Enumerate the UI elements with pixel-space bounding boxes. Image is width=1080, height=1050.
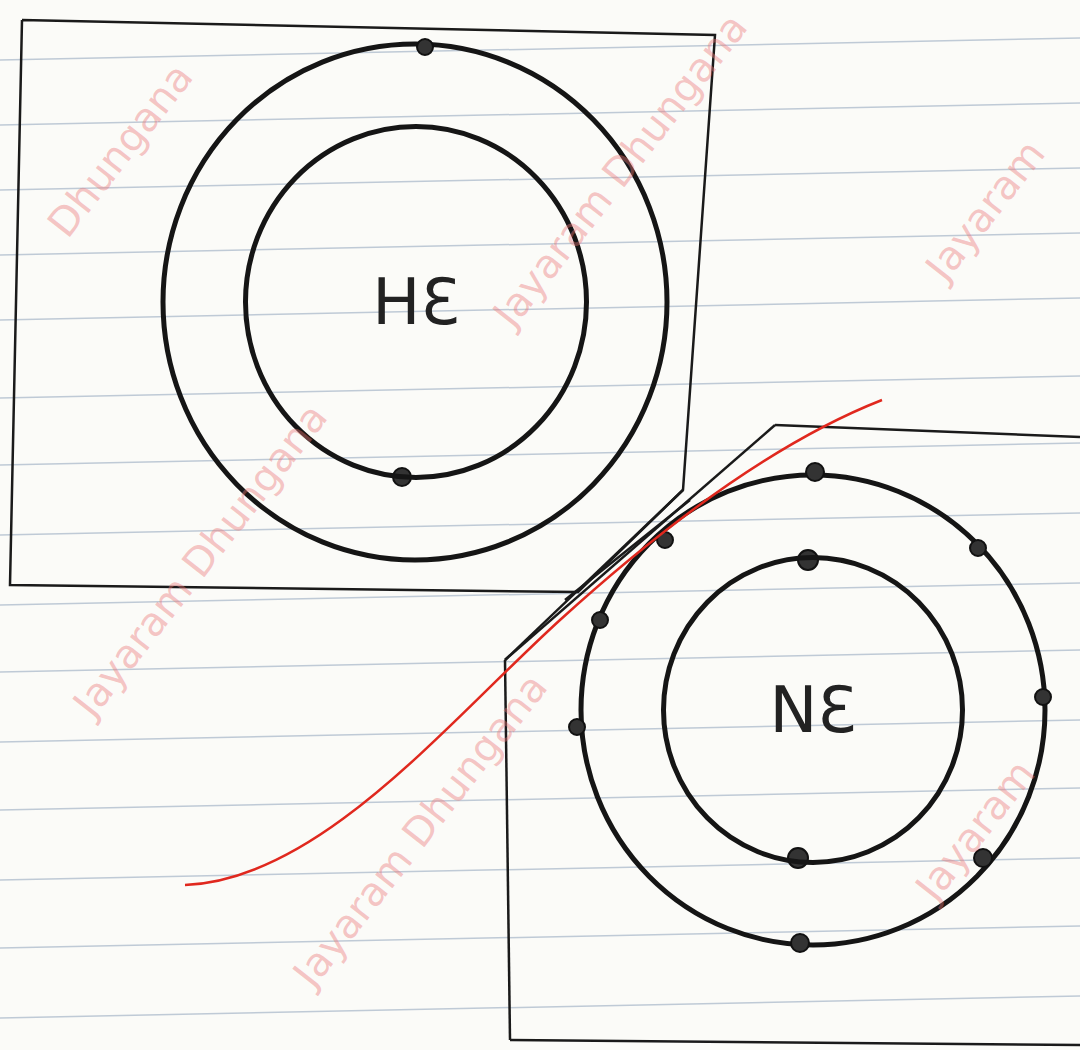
watermark: Jayaram Dhungana — [284, 665, 557, 996]
watermark: Jayaram — [906, 751, 1043, 909]
watermark: Jayaram Dhungana — [64, 395, 337, 726]
nucleus-circle: NƐ — [661, 555, 965, 865]
element-symbol: NƐ — [769, 673, 856, 747]
ruled-lines — [0, 38, 1080, 1018]
electrons — [393, 39, 1051, 952]
box-outlines — [10, 20, 1080, 1045]
watermark: Jayaram — [916, 131, 1053, 289]
element-symbol: HƐ — [372, 265, 459, 339]
